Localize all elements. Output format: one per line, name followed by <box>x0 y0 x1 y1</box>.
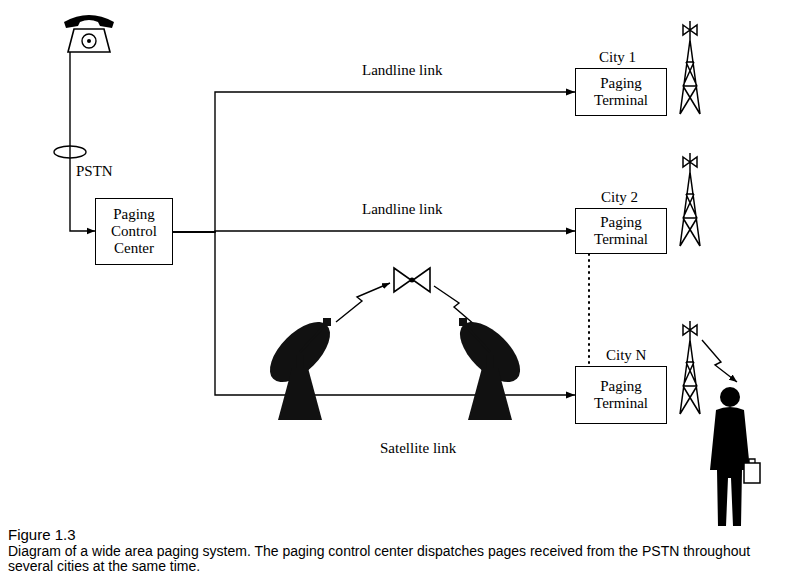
paging-terminal-box: City 2Paging Terminal <box>575 208 667 254</box>
figure-caption: Diagram of a wide area paging system. Th… <box>8 544 798 574</box>
dish-feed <box>459 318 467 326</box>
satellite-body <box>410 278 415 283</box>
telephone-dial-hub <box>87 39 91 43</box>
pstn-line <box>70 52 95 231</box>
box-text: Paging Control Center <box>99 206 169 256</box>
dish-stand <box>468 368 512 420</box>
satellite-dish <box>450 312 531 420</box>
link-connector <box>173 231 575 232</box>
person-head <box>720 387 740 407</box>
figure-number: Figure 1.3 <box>8 526 76 543</box>
satellite-panels <box>394 268 430 292</box>
city-heading: City 1 <box>599 49 636 66</box>
telephone-icon <box>64 15 114 52</box>
satellite-dish <box>260 312 341 420</box>
dish-feed-arm <box>300 324 326 352</box>
box-text: Paging Terminal <box>579 378 663 412</box>
network-label: PSTN <box>76 163 113 180</box>
city-heading: City N <box>606 347 646 364</box>
tower-lattice <box>680 321 700 414</box>
person-figure <box>710 387 760 526</box>
link-connector <box>173 92 575 232</box>
link-label: Landline link <box>359 201 445 218</box>
antenna-tower <box>680 153 700 246</box>
telephone-handset <box>64 15 114 28</box>
control-center-box: Paging Control Center <box>95 198 173 265</box>
dish-feed <box>323 318 331 326</box>
briefcase <box>744 463 760 483</box>
uplink-signal <box>336 283 390 322</box>
continuation-dots <box>588 254 590 366</box>
telephone-dial <box>82 34 96 48</box>
box-text: Paging Terminal <box>579 75 663 109</box>
link-label: Landline link <box>359 62 445 79</box>
telephone-body <box>68 29 110 52</box>
satellite-symbol <box>394 268 430 292</box>
antenna-tower <box>680 21 700 114</box>
pstn-cloud <box>54 146 86 158</box>
tower-lattice <box>680 21 700 114</box>
box-text: Paging Terminal <box>579 214 663 248</box>
link-connector <box>173 232 575 395</box>
dish-stand <box>278 368 322 420</box>
link-label: Satellite link <box>380 440 456 457</box>
tower-lattice <box>680 153 700 246</box>
paging-terminal-box: City 1Paging Terminal <box>575 68 667 116</box>
paging-terminal-box: City NPaging Terminal <box>575 366 667 424</box>
antenna-tower <box>680 321 700 414</box>
briefcase-handle <box>749 459 755 463</box>
dish-feed-arm <box>464 324 490 352</box>
page-signal <box>702 340 737 382</box>
city-heading: City 2 <box>601 189 638 206</box>
